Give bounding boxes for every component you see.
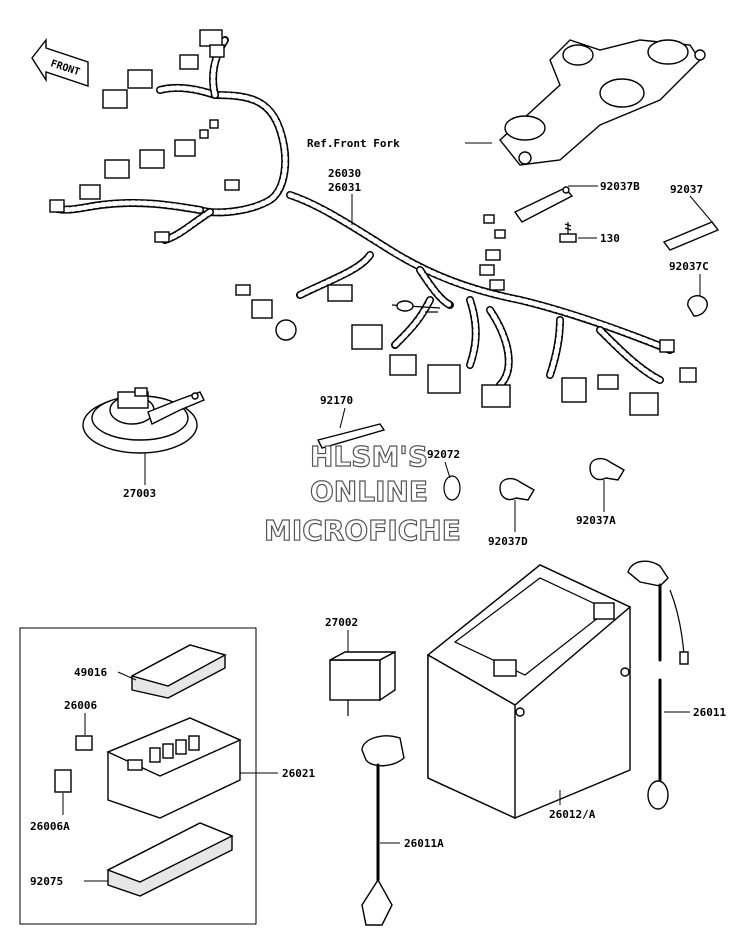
watermark: HLSM'S ONLINE MICROFICHE [263, 439, 461, 547]
callout-26030: 26030 [328, 167, 361, 180]
callout-92037c: 92037C [669, 260, 709, 273]
watermark-line-3: MICROFICHE [264, 514, 461, 547]
lead-26011 [627, 560, 689, 810]
callout-92075: 92075 [30, 875, 63, 888]
clamp-92072 [443, 475, 461, 501]
junction-box-26021 [106, 717, 242, 819]
bracket-92037b [513, 186, 574, 223]
lead-26011a [361, 735, 405, 926]
watermark-line-2: ONLINE [310, 475, 428, 508]
callout-26011: 26011 [693, 706, 726, 719]
callout-92037b: 92037B [600, 180, 640, 193]
callout-130: 130 [600, 232, 620, 245]
callout-26006a: 26006A [30, 820, 70, 833]
callout-49016: 49016 [74, 666, 107, 679]
front-arrow-icon: FRONT [31, 37, 89, 87]
callout-92072: 92072 [427, 448, 460, 461]
callout-92037d: 92037D [488, 535, 528, 548]
harness-connectors [235, 214, 697, 416]
junction-box-frame [19, 627, 257, 925]
front-connectors [49, 29, 240, 243]
callout-92170: 92170 [320, 394, 353, 407]
bolt-130 [559, 222, 577, 243]
callout-26011a: 26011A [404, 837, 444, 850]
callout-26021: 26021 [282, 767, 315, 780]
callout-92037a: 92037A [576, 514, 616, 527]
bracket-92037 [662, 221, 720, 251]
clamp-92037a [589, 457, 625, 481]
callout-27002: 27002 [325, 616, 358, 629]
callout-92037: 92037 [670, 183, 703, 196]
ref-front-fork-label: Ref.Front Fork [307, 137, 400, 150]
callout-27003: 27003 [123, 487, 156, 500]
watermark-line-1: HLSM'S [310, 440, 428, 473]
callout-26031: 26031 [328, 181, 361, 194]
fuse-26006a [54, 769, 72, 793]
cover-92075 [106, 822, 234, 897]
band-92170 [316, 423, 386, 449]
clamp-92037c [687, 295, 708, 317]
cover-49016 [130, 644, 227, 699]
relay-27002 [329, 650, 396, 716]
horn-27003 [82, 387, 205, 454]
fuse-26006 [75, 735, 93, 751]
clamp-92037d [499, 477, 535, 501]
callout-26012a: 26012/A [549, 808, 596, 821]
upper-triple-clamp [499, 39, 706, 166]
callout-26006: 26006 [64, 699, 97, 712]
battery-26012 [426, 564, 632, 820]
